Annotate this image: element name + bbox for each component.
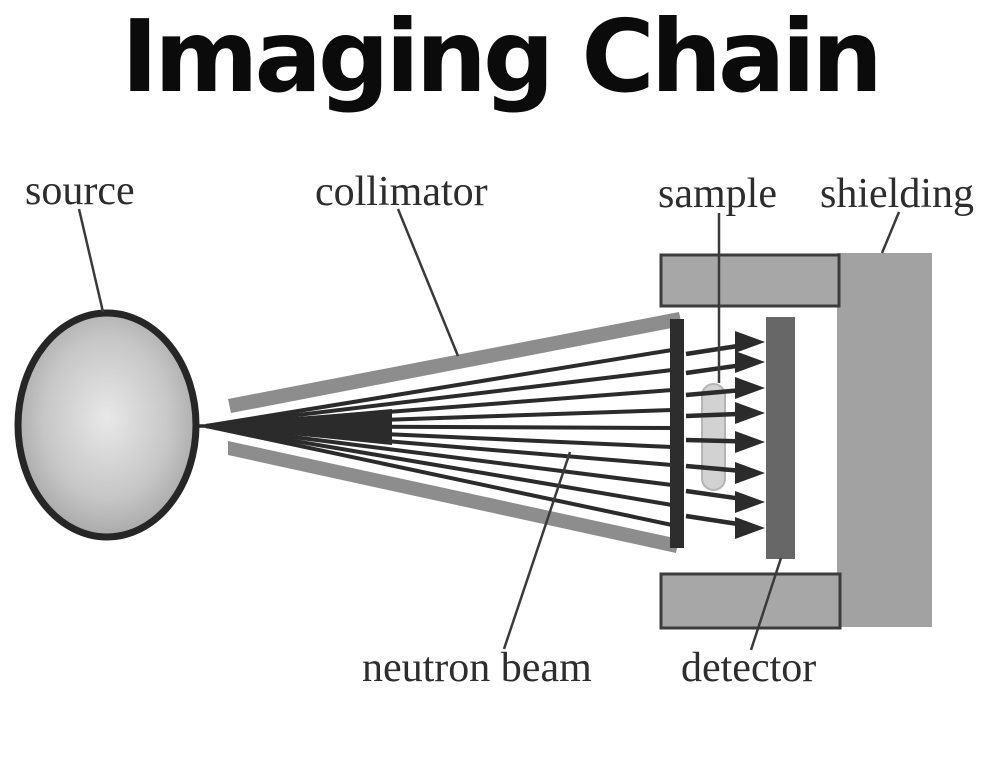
beam-arrows bbox=[685, 331, 765, 539]
leader-lines bbox=[77, 208, 901, 651]
collimator-bottom-wall bbox=[228, 441, 679, 553]
label-source: source bbox=[25, 168, 135, 214]
label-shielding: shielding bbox=[820, 171, 974, 217]
label-neutron-beam: neutron beam bbox=[362, 645, 592, 691]
label-detector: detector bbox=[681, 645, 817, 691]
housing-bottom-bar bbox=[659, 572, 842, 630]
source-sphere bbox=[14, 309, 200, 541]
neutron-beam-leader-line bbox=[502, 451, 572, 650]
page-title: Imaging Chain bbox=[121, 0, 883, 115]
collimator-leader-line bbox=[396, 208, 460, 357]
beam-apex-wedge bbox=[206, 409, 392, 445]
shielding-leader-line bbox=[880, 211, 901, 254]
source-leader-line bbox=[77, 208, 105, 313]
sample-capsule bbox=[701, 383, 726, 491]
housing-top-bar bbox=[659, 253, 841, 308]
collimator-top-wall bbox=[228, 312, 682, 413]
detector-plate bbox=[766, 317, 795, 559]
label-collimator: collimator bbox=[315, 169, 488, 215]
label-sample: sample bbox=[658, 171, 777, 217]
shielding-block bbox=[837, 253, 932, 627]
collimator-exit-slit bbox=[670, 319, 684, 548]
detector-leader-line bbox=[749, 557, 783, 651]
